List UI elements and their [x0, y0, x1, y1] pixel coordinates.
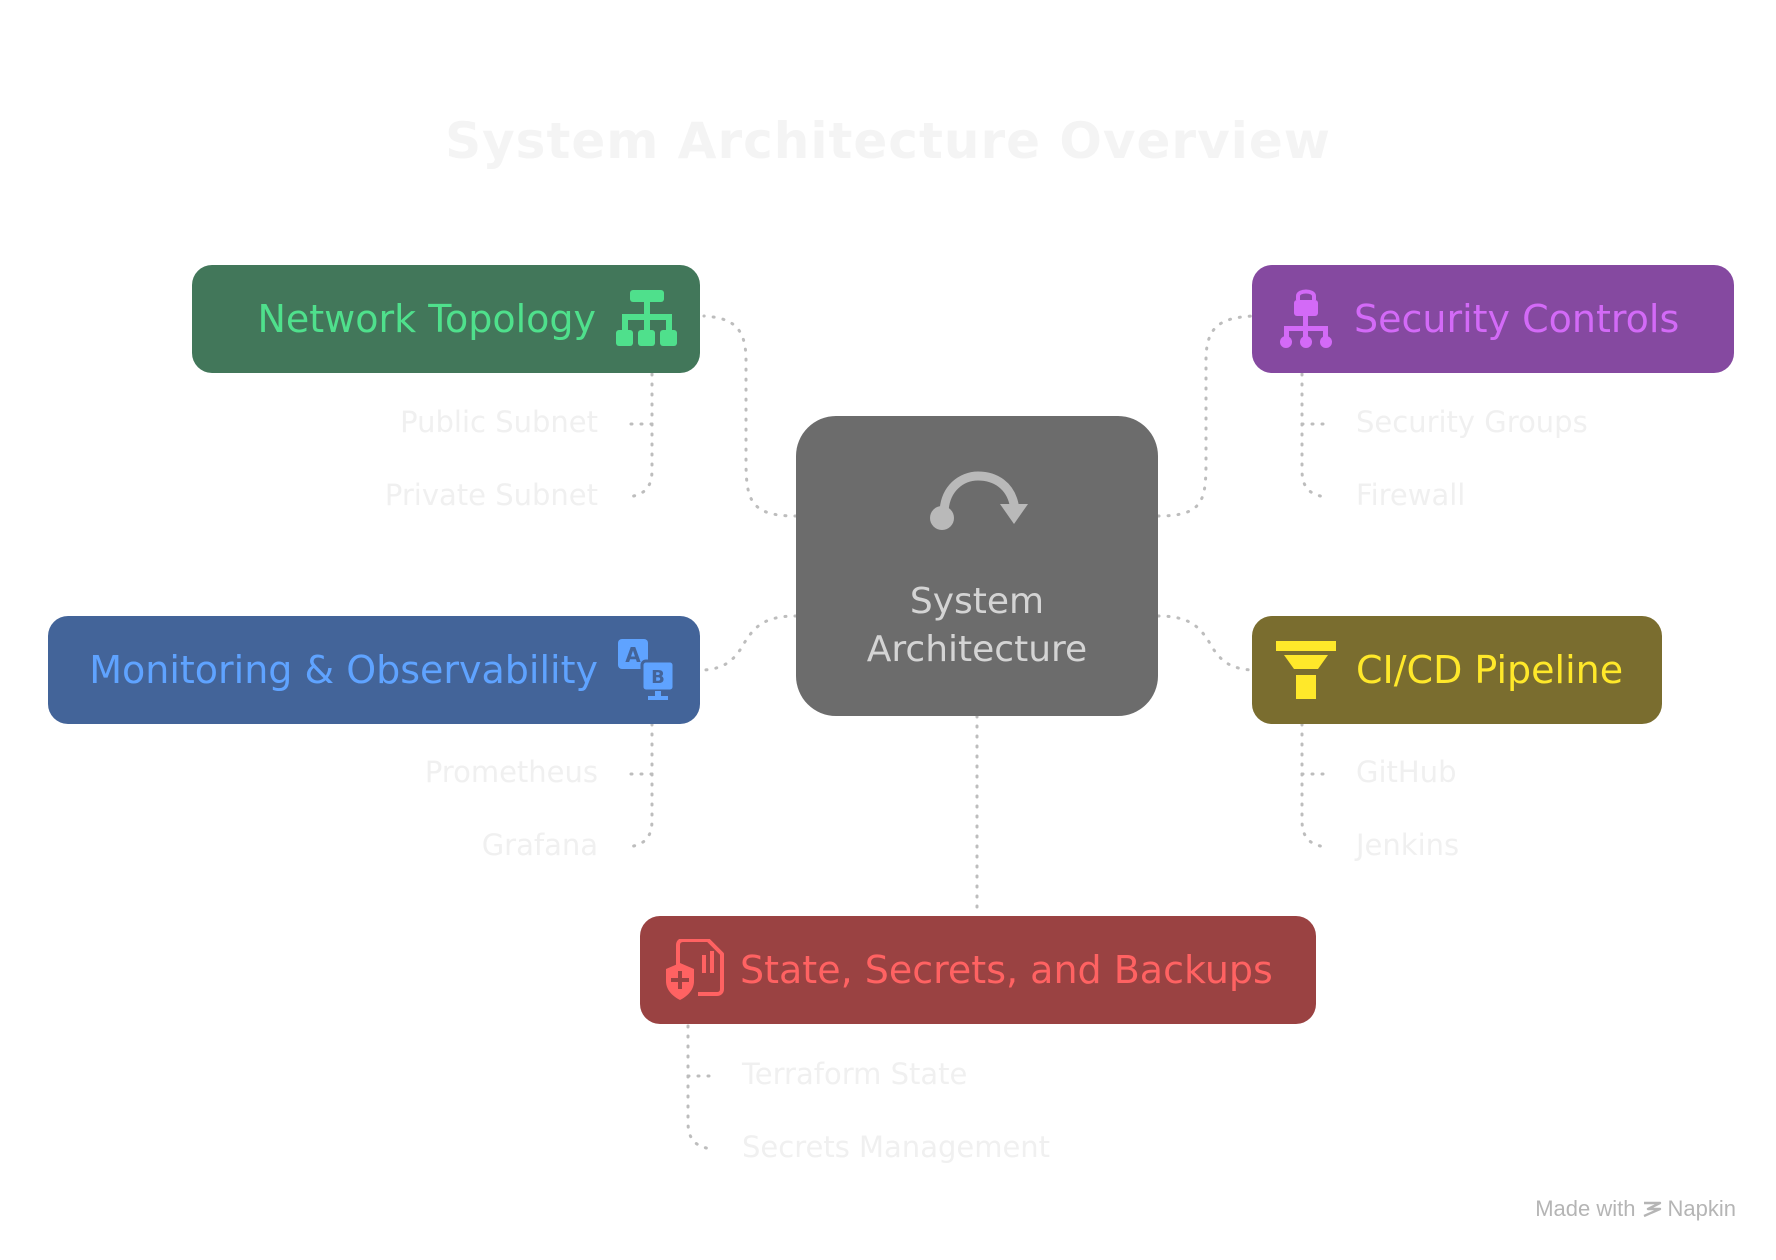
connector-monitoring — [702, 614, 798, 672]
svg-text:A: A — [625, 643, 641, 667]
svg-text:B: B — [651, 667, 665, 688]
state-secrets-backups-label: State, Secrets, and Backups — [740, 948, 1273, 992]
made-with-text: Made with — [1535, 1196, 1636, 1221]
center-label-line1: System — [909, 581, 1045, 622]
made-with-credit: Made with Napkin — [1535, 1196, 1736, 1222]
security-item-firewall: Firewall — [1356, 478, 1466, 512]
network-item-private-subnet: Private Subnet — [384, 478, 598, 512]
curved-arrow-icon — [930, 471, 1028, 530]
lock-network-icon — [1280, 289, 1332, 348]
diagram-title: System Architecture Overview — [445, 112, 1331, 170]
center-node: System Architecture — [796, 416, 1158, 716]
connector-cicd — [1156, 614, 1254, 672]
security-item-security-groups: Security Groups — [1356, 405, 1588, 439]
subline-monitoring — [626, 722, 654, 849]
shield-document-icon — [666, 939, 724, 1000]
monitoring-observability-label: Monitoring & Observability — [89, 648, 598, 692]
monitoring-observability-node: Monitoring & Observability A B — [48, 616, 700, 724]
network-item-public-subnet: Public Subnet — [400, 405, 598, 439]
subline-security — [1300, 372, 1328, 499]
security-controls-label: Security Controls — [1354, 297, 1680, 341]
translate-ab-icon: A B — [618, 639, 676, 700]
monitoring-item-prometheus: Prometheus — [424, 755, 598, 789]
center-label-line2: Architecture — [866, 629, 1088, 670]
cicd-item-jenkins: Jenkins — [1356, 828, 1460, 862]
subline-network — [626, 372, 654, 499]
subline-state — [686, 1024, 714, 1151]
security-controls-node: Security Controls — [1252, 265, 1734, 373]
network-topology-label: Network Topology — [257, 297, 596, 341]
napkin-brand-text: Napkin — [1667, 1196, 1736, 1221]
state-item-terraform-state: Terraform State — [742, 1057, 968, 1091]
state-secrets-backups-node: State, Secrets, and Backups — [640, 916, 1316, 1024]
center-label: System Architecture — [867, 578, 1087, 674]
cicd-pipeline-label: CI/CD Pipeline — [1356, 648, 1624, 692]
monitoring-item-grafana: Grafana — [481, 828, 598, 862]
napkin-logo-icon — [1643, 1201, 1661, 1218]
network-hierarchy-icon — [616, 290, 677, 346]
cicd-item-github: GitHub — [1356, 755, 1457, 789]
network-topology-node: Network Topology — [192, 265, 700, 373]
state-item-secrets-management: Secrets Management — [742, 1130, 1051, 1164]
connector-security — [1156, 314, 1254, 518]
connector-network — [702, 314, 798, 518]
funnel-icon — [1276, 641, 1336, 699]
cicd-pipeline-node: CI/CD Pipeline — [1252, 616, 1662, 724]
subline-cicd — [1300, 722, 1328, 849]
